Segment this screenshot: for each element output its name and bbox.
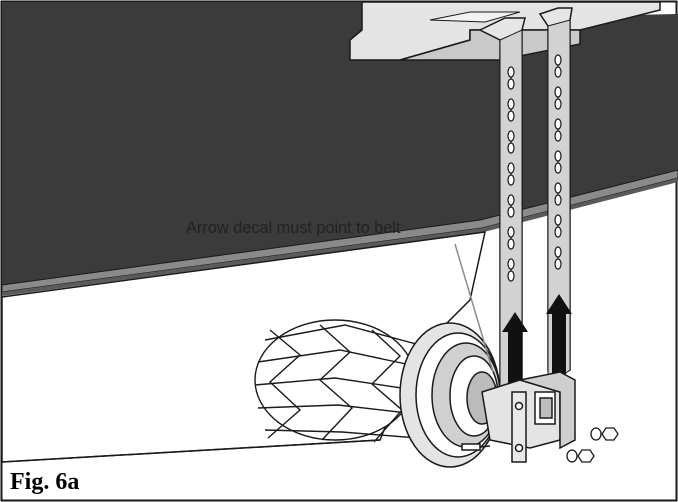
arrow-decal-right xyxy=(546,294,572,376)
roller-lagging-cage xyxy=(254,319,429,443)
conveyor-frame-edge-inner xyxy=(2,178,678,296)
strap-hole-links xyxy=(510,65,559,271)
end-bracket xyxy=(461,371,576,463)
roller-hub xyxy=(399,322,501,468)
figure-label: Fig. 6a xyxy=(10,469,80,495)
callout-leader-line xyxy=(454,243,494,373)
nut-hardware xyxy=(566,427,619,463)
arrow-decal-callout: Arrow decal must point to belt xyxy=(186,219,401,237)
mounting-channel xyxy=(349,1,661,61)
